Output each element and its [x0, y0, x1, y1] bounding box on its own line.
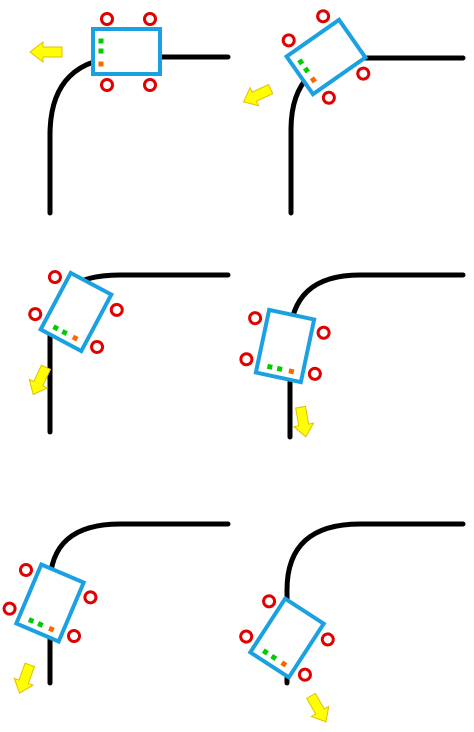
sensor-green: [261, 648, 269, 656]
sensor-green: [37, 621, 44, 628]
wheel-icon: [100, 78, 114, 92]
wheel-icon: [47, 270, 62, 285]
sensor-green: [297, 58, 305, 66]
robot-body: [283, 17, 369, 97]
wheel-icon: [109, 302, 124, 317]
direction-arrow-icon: [29, 40, 63, 64]
direction-arrow-icon: [242, 83, 274, 107]
wheel-icon: [248, 311, 263, 326]
sensor-green: [302, 66, 310, 74]
robot-body: [91, 27, 162, 76]
robot: [28, 270, 124, 354]
sensor-green: [61, 329, 68, 336]
robot-body: [253, 307, 317, 385]
wheel-icon: [320, 632, 335, 647]
wheel-icon: [239, 352, 254, 367]
wheel-icon: [90, 339, 105, 354]
sensor-orange: [71, 334, 79, 342]
wheel-icon: [281, 33, 296, 48]
robot: [91, 12, 162, 92]
robot-body: [37, 270, 115, 354]
sensor-green: [52, 324, 60, 332]
direction-arrow-icon: [305, 692, 330, 723]
sensor-green: [270, 653, 278, 661]
sensor-green: [98, 38, 104, 44]
panel-3: [28, 270, 231, 435]
robot-body: [247, 595, 327, 681]
wheel-icon: [83, 590, 98, 605]
sensor-orange: [98, 61, 104, 67]
sensor-orange: [280, 660, 288, 668]
robot: [2, 561, 98, 645]
sensor-green: [27, 617, 35, 624]
wheel-icon: [143, 12, 157, 26]
robot: [281, 9, 371, 105]
robot: [239, 594, 335, 682]
sensor-orange: [48, 625, 55, 633]
robot: [239, 307, 331, 385]
panel-1: [29, 12, 231, 216]
wheel-icon: [321, 90, 336, 105]
panel-5: [2, 521, 231, 694]
direction-arrow-icon: [292, 405, 315, 438]
direction-arrow-icon: [28, 364, 52, 396]
wheel-icon: [143, 78, 157, 92]
sensor-orange: [309, 76, 317, 84]
track-line: [284, 521, 466, 686]
wheel-icon: [2, 601, 17, 616]
wheel-icon: [316, 325, 331, 340]
sensor-green: [98, 48, 104, 54]
direction-arrow-icon: [13, 662, 36, 694]
wheel-icon: [67, 629, 82, 644]
wheel-icon: [239, 629, 254, 644]
sensor-orange: [288, 368, 295, 375]
wheel-icon: [262, 594, 277, 609]
wheel-icon: [307, 366, 322, 381]
wheel-icon: [297, 667, 312, 682]
panel-4: [239, 272, 466, 440]
sensor-green: [276, 365, 283, 372]
panel-6: [239, 521, 466, 723]
sensor-green: [266, 363, 273, 370]
wheel-icon: [28, 307, 43, 322]
wheel-icon: [356, 66, 371, 81]
panel-2: [242, 9, 466, 216]
wheel-icon: [100, 12, 114, 26]
wheel-icon: [18, 562, 33, 577]
wheel-icon: [316, 9, 331, 24]
robot-body: [13, 561, 87, 645]
